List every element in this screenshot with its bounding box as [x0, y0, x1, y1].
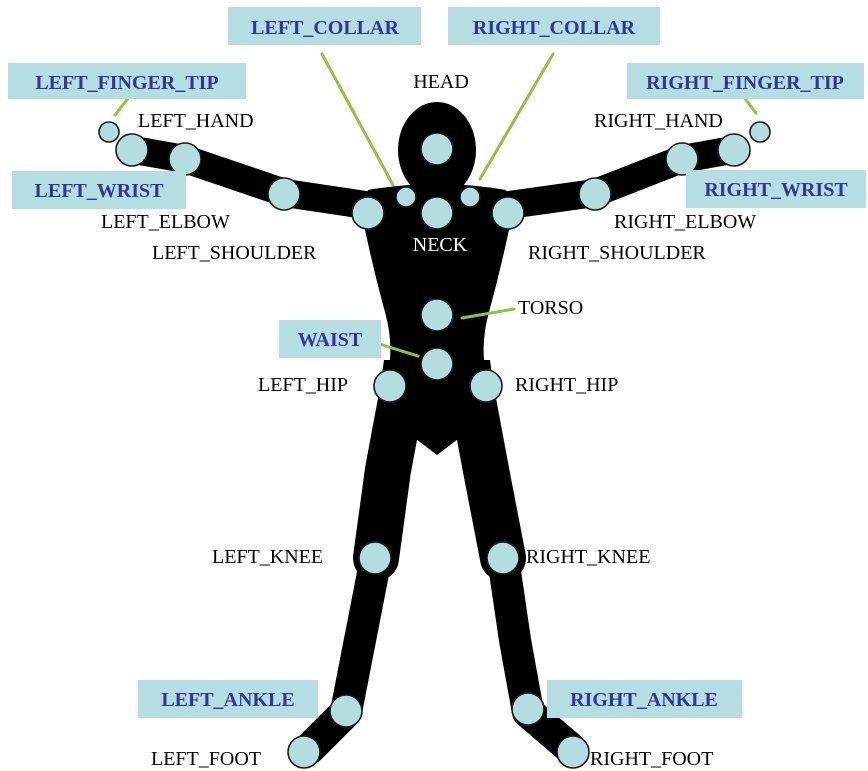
joint-right-shoulder	[492, 197, 524, 229]
label-left-collar: LEFT_COLLAR	[251, 17, 399, 39]
label-right-finger-tip: RIGHT_FINGER_TIP	[646, 72, 844, 94]
label-right-foot: RIGHT_FOOT	[590, 748, 713, 770]
silhouette-left-leg	[376, 395, 402, 558]
joint-right-elbow	[579, 178, 611, 210]
label-left-shoulder: LEFT_SHOULDER	[152, 242, 317, 264]
label-left-foot: LEFT_FOOT	[151, 748, 261, 770]
label-right-wrist: RIGHT_WRIST	[704, 179, 848, 201]
joint-left-hip	[374, 370, 406, 402]
joint-left-hand	[116, 134, 148, 166]
label-neck: NECK	[413, 234, 468, 256]
joint-right-collar	[460, 187, 480, 207]
joint-left-shoulder	[352, 197, 384, 229]
silhouette-right-leg	[472, 395, 503, 558]
joint-right-foot	[557, 736, 589, 768]
joint-right-ankle	[512, 693, 544, 725]
joint-torso	[421, 299, 453, 331]
label-head: HEAD	[413, 71, 469, 93]
joint-neck	[421, 197, 453, 229]
joint-right-finger-tip	[750, 122, 770, 142]
joint-right-knee	[487, 542, 519, 574]
label-right-ankle: RIGHT_ANKLE	[570, 689, 718, 711]
leader-right-collar	[480, 54, 553, 179]
joint-waist	[421, 348, 453, 380]
label-right-hip: RIGHT_HIP	[515, 374, 618, 396]
label-torso: TORSO	[518, 297, 583, 319]
joint-right-hip	[470, 370, 502, 402]
label-left-finger-tip: LEFT_FINGER_TIP	[35, 72, 218, 94]
joint-left-knee	[359, 542, 391, 574]
label-right-collar: RIGHT_COLLAR	[473, 17, 636, 39]
joint-left-elbow	[268, 178, 300, 210]
joint-left-collar	[396, 187, 416, 207]
label-right-knee: RIGHT_KNEE	[526, 546, 650, 568]
label-left-hand: LEFT_HAND	[138, 110, 254, 132]
label-waist: WAIST	[298, 329, 363, 351]
label-right-shoulder: RIGHT_SHOULDER	[528, 242, 706, 264]
joint-left-wrist	[169, 143, 201, 175]
joint-right-hand	[718, 134, 750, 166]
label-left-wrist: LEFT_WRIST	[35, 180, 165, 202]
joint-left-finger-tip	[99, 122, 119, 142]
label-right-hand: RIGHT_HAND	[594, 110, 723, 132]
joint-head	[421, 133, 453, 165]
joint-left-ankle	[330, 695, 362, 727]
leader-left-collar	[322, 54, 393, 185]
label-left-hip: LEFT_HIP	[258, 374, 348, 396]
label-right-elbow: RIGHT_ELBOW	[614, 211, 756, 233]
label-left-elbow: LEFT_ELBOW	[101, 211, 230, 233]
label-left-ankle: LEFT_ANKLE	[161, 689, 294, 711]
joint-left-foot	[288, 736, 320, 768]
label-left-knee: LEFT_KNEE	[212, 546, 323, 568]
